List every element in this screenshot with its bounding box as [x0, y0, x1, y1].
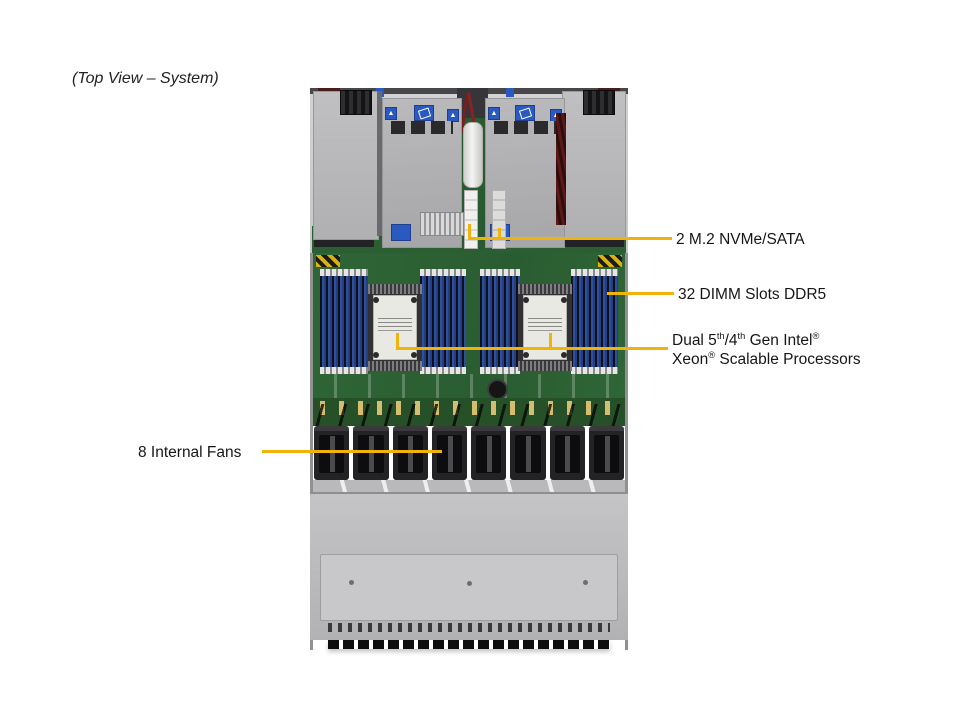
cpu-heatsink-label	[523, 295, 567, 360]
fan-module	[471, 426, 507, 480]
callout-tick-m2-1	[468, 224, 471, 238]
heatsink-label-text-lines	[528, 318, 562, 319]
fan-module	[510, 426, 546, 480]
callout-label-cpu-line2: Xeon® Scalable Processors	[672, 349, 861, 368]
dimm-latch-row	[420, 367, 466, 374]
figure-title: (Top View – System)	[72, 70, 219, 87]
warning-stripe	[316, 255, 340, 267]
cpu2-heatsink	[518, 284, 572, 371]
fan-frame-highlight	[526, 436, 532, 472]
server-top-view-figure: ▲ ▲ ▲ ▲	[310, 88, 628, 650]
drive-bay-tabs	[328, 640, 610, 649]
chipset-heatsink	[420, 212, 464, 236]
dimm-slots	[571, 276, 618, 367]
round-component	[487, 379, 508, 400]
white-cables	[316, 480, 622, 492]
callout-tick-cpu-2	[549, 333, 552, 348]
m2-slot-1	[464, 190, 478, 249]
m2-slot-2	[492, 190, 506, 249]
fan-frame-highlight	[369, 436, 375, 472]
panel-screws	[349, 580, 354, 585]
fan-frame-highlight	[329, 436, 335, 472]
fan-frame-highlight	[565, 436, 571, 472]
callout-line-fans	[262, 450, 442, 453]
fan-module	[392, 426, 428, 480]
heatsink-screws	[523, 297, 529, 303]
chassis-divider	[377, 91, 382, 236]
recessed-panel	[320, 554, 618, 621]
dimm-latch-row	[480, 269, 520, 276]
dimm-bank-3	[480, 269, 520, 374]
fan-row	[314, 426, 624, 480]
dimm-bank-4	[571, 269, 618, 374]
callout-label-cpu: Dual 5th/4th Gen Intel® Xeon® Scalable P…	[672, 331, 861, 369]
warning-triangle-icon: ▲	[385, 107, 397, 120]
fan-frame-highlight	[408, 436, 414, 472]
callout-label-cpu-line1: Dual 5th/4th Gen Intel®	[672, 330, 820, 349]
dimm-latch-row	[571, 269, 618, 276]
fan-frame-highlight	[486, 436, 492, 472]
dimm-latch-row	[571, 367, 618, 374]
blue-tab	[506, 88, 514, 97]
service-label-icon	[414, 105, 434, 121]
fan-module	[588, 426, 624, 480]
warning-triangle-icon: ▲	[447, 109, 459, 122]
callout-line-cpu	[396, 347, 668, 350]
callout-label-dimm: 32 DIMM Slots DDR5	[678, 286, 827, 303]
dimm-slots	[480, 276, 520, 367]
motherboard-section	[312, 253, 626, 400]
callout-tick-m2-2	[498, 228, 501, 238]
heatsink-screws	[373, 297, 379, 303]
riser-vent-holes	[391, 121, 453, 134]
fan-cables	[312, 404, 626, 426]
warning-stripe	[598, 255, 622, 267]
warning-triangle-icon: ▲	[488, 107, 500, 120]
psu-fan-grille-icon	[340, 90, 372, 115]
front-drive-bay-cover	[310, 492, 628, 640]
dimm-latch-row	[480, 367, 520, 374]
callout-tick-cpu-1	[396, 333, 399, 348]
fan-connector-strip	[312, 398, 626, 426]
service-label-icon	[391, 224, 411, 241]
front-vent-slots	[328, 623, 610, 632]
rear-section: ▲ ▲ ▲ ▲	[310, 88, 628, 253]
fan-frame-highlight	[447, 436, 453, 472]
chassis-rail-right	[625, 253, 628, 650]
callout-label-fans: 8 Internal Fans	[138, 444, 242, 461]
cpu1-heatsink	[368, 284, 422, 371]
psu-right	[562, 90, 626, 240]
service-label-icon	[515, 105, 535, 121]
fan-tray-edge	[312, 480, 626, 492]
dimm-latch-row	[420, 269, 466, 276]
capacitor-cylinder	[463, 122, 483, 188]
callout-label-m2: 2 M.2 NVMe/SATA	[676, 231, 805, 248]
dimm-latch-row	[320, 269, 368, 276]
cpu-heatsink-label	[373, 295, 417, 360]
dimm-latch-row	[320, 367, 368, 374]
board-components-row	[312, 374, 626, 398]
dimm-bank-1	[320, 269, 368, 374]
fan-frame-highlight	[604, 436, 610, 472]
fan-module	[431, 426, 467, 480]
psu-left	[313, 90, 379, 240]
fan-module	[314, 426, 350, 480]
psu-fan-grille-icon	[583, 90, 615, 115]
fan-module	[353, 426, 389, 480]
fan-section	[312, 398, 626, 492]
dimm-slots	[320, 276, 368, 367]
callout-line-m2	[468, 237, 672, 240]
riser-vent-holes	[494, 121, 556, 134]
callout-line-dimm	[607, 292, 674, 295]
dimm-bank-2	[420, 269, 466, 374]
dimm-slots	[420, 276, 466, 367]
fan-module	[549, 426, 585, 480]
red-cable-bundle	[556, 113, 566, 225]
heatsink-label-text-lines	[378, 318, 412, 319]
